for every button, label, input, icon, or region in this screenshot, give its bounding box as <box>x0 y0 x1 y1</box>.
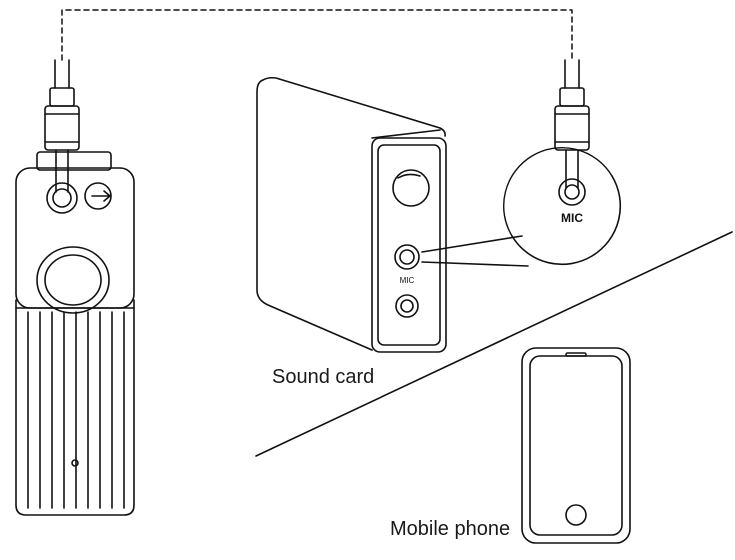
callout-mic-label: MIC <box>561 211 583 225</box>
pinhole-icon <box>71 459 79 467</box>
output-arrow-icon <box>84 182 112 210</box>
mobile-phone-label: Mobile phone <box>390 518 511 540</box>
dashed-cable <box>61 9 573 61</box>
sound-card-label: Sound card <box>272 366 375 388</box>
volume-knob <box>392 169 430 207</box>
sound-card <box>256 76 447 353</box>
mic-callout <box>421 147 622 267</box>
recorder-mic-jack <box>46 182 78 214</box>
mobile-phone <box>521 347 631 544</box>
right-plug <box>554 59 590 189</box>
left-plug <box>44 59 80 193</box>
headphone-jack <box>395 294 419 318</box>
table-edge <box>255 231 733 457</box>
port-mic-label: MIC <box>400 276 415 285</box>
home-button-icon <box>565 504 587 526</box>
mic-jack <box>394 244 420 270</box>
recorder-device <box>15 151 135 516</box>
